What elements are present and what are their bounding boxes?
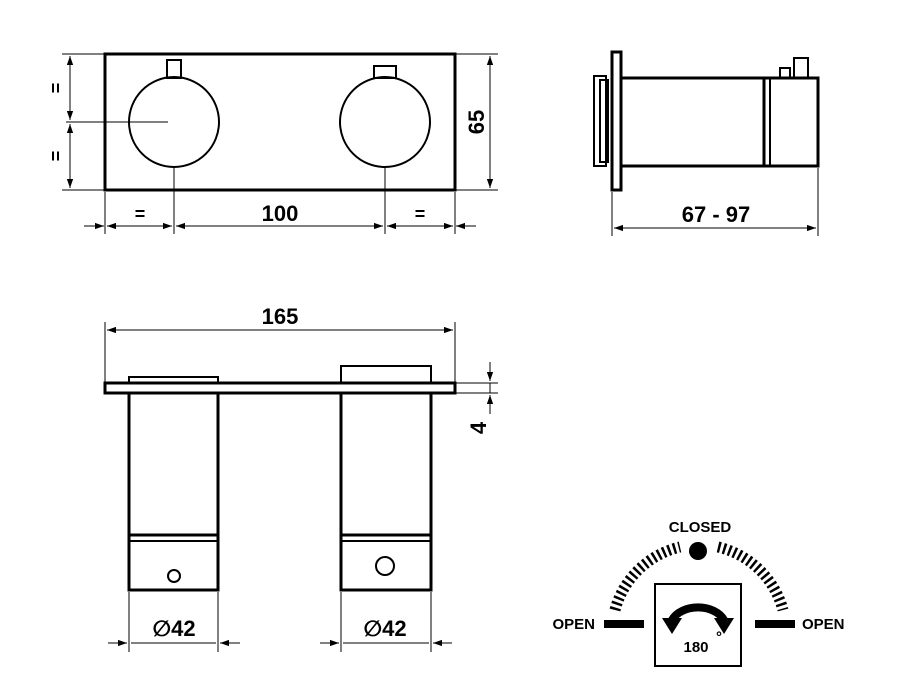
angle-label: 180 — [683, 639, 708, 656]
side-knob-stem — [779, 67, 791, 79]
rotation-diagram: CLOSED OPEN OPEN 180 ° — [552, 519, 845, 667]
top-right-body — [339, 391, 433, 592]
front-spacing-label: 100 — [262, 201, 299, 226]
open-left-bar — [604, 620, 644, 628]
front-height-dimension: 65 — [456, 53, 498, 191]
front-equal-left: = — [135, 204, 146, 224]
diameter-right-label: ∅42 — [363, 616, 406, 641]
top-plate-label: 4 — [466, 421, 491, 434]
open-left-label: OPEN — [552, 616, 595, 633]
top-width-label: 165 — [262, 304, 299, 329]
side-depth-dimension: 67 - 97 — [611, 168, 819, 236]
front-left-vertical-dimension: = = — [46, 53, 104, 191]
open-right-bar — [755, 620, 795, 628]
rotate-arrow-icon — [662, 603, 734, 634]
side-view: 67 - 97 — [593, 50, 820, 236]
front-height-label: 65 — [464, 110, 489, 134]
closed-dot — [689, 542, 707, 560]
rotation-arc-right — [716, 541, 789, 612]
top-view: 165 4 — [103, 304, 498, 652]
side-back-cap — [593, 75, 607, 167]
degree-symbol: ° — [716, 629, 722, 646]
diameter-left-label: ∅42 — [152, 616, 195, 641]
top-width-dimension: 165 — [104, 304, 456, 382]
top-plate-dimension: 4 — [456, 362, 498, 434]
diameter-right-dimension: ∅42 — [320, 592, 452, 652]
rotation-box — [654, 583, 742, 667]
side-depth-label: 67 - 97 — [682, 202, 751, 227]
front-equal-bottom: = — [46, 151, 66, 162]
closed-label: CLOSED — [669, 519, 732, 536]
diameter-left-dimension: ∅42 — [108, 592, 240, 652]
front-equal-right: = — [415, 204, 426, 224]
rotation-arc-left — [609, 541, 682, 612]
front-left-knob — [128, 59, 220, 168]
open-right-label: OPEN — [802, 616, 845, 633]
top-plate — [103, 381, 457, 395]
front-right-knob — [339, 65, 431, 168]
front-view: = = 65 = 100 = — [46, 52, 498, 234]
side-body — [619, 76, 820, 168]
front-horizontal-dimension: = 100 = — [84, 168, 476, 234]
front-equal-top: = — [46, 83, 66, 94]
top-left-body — [127, 391, 220, 592]
